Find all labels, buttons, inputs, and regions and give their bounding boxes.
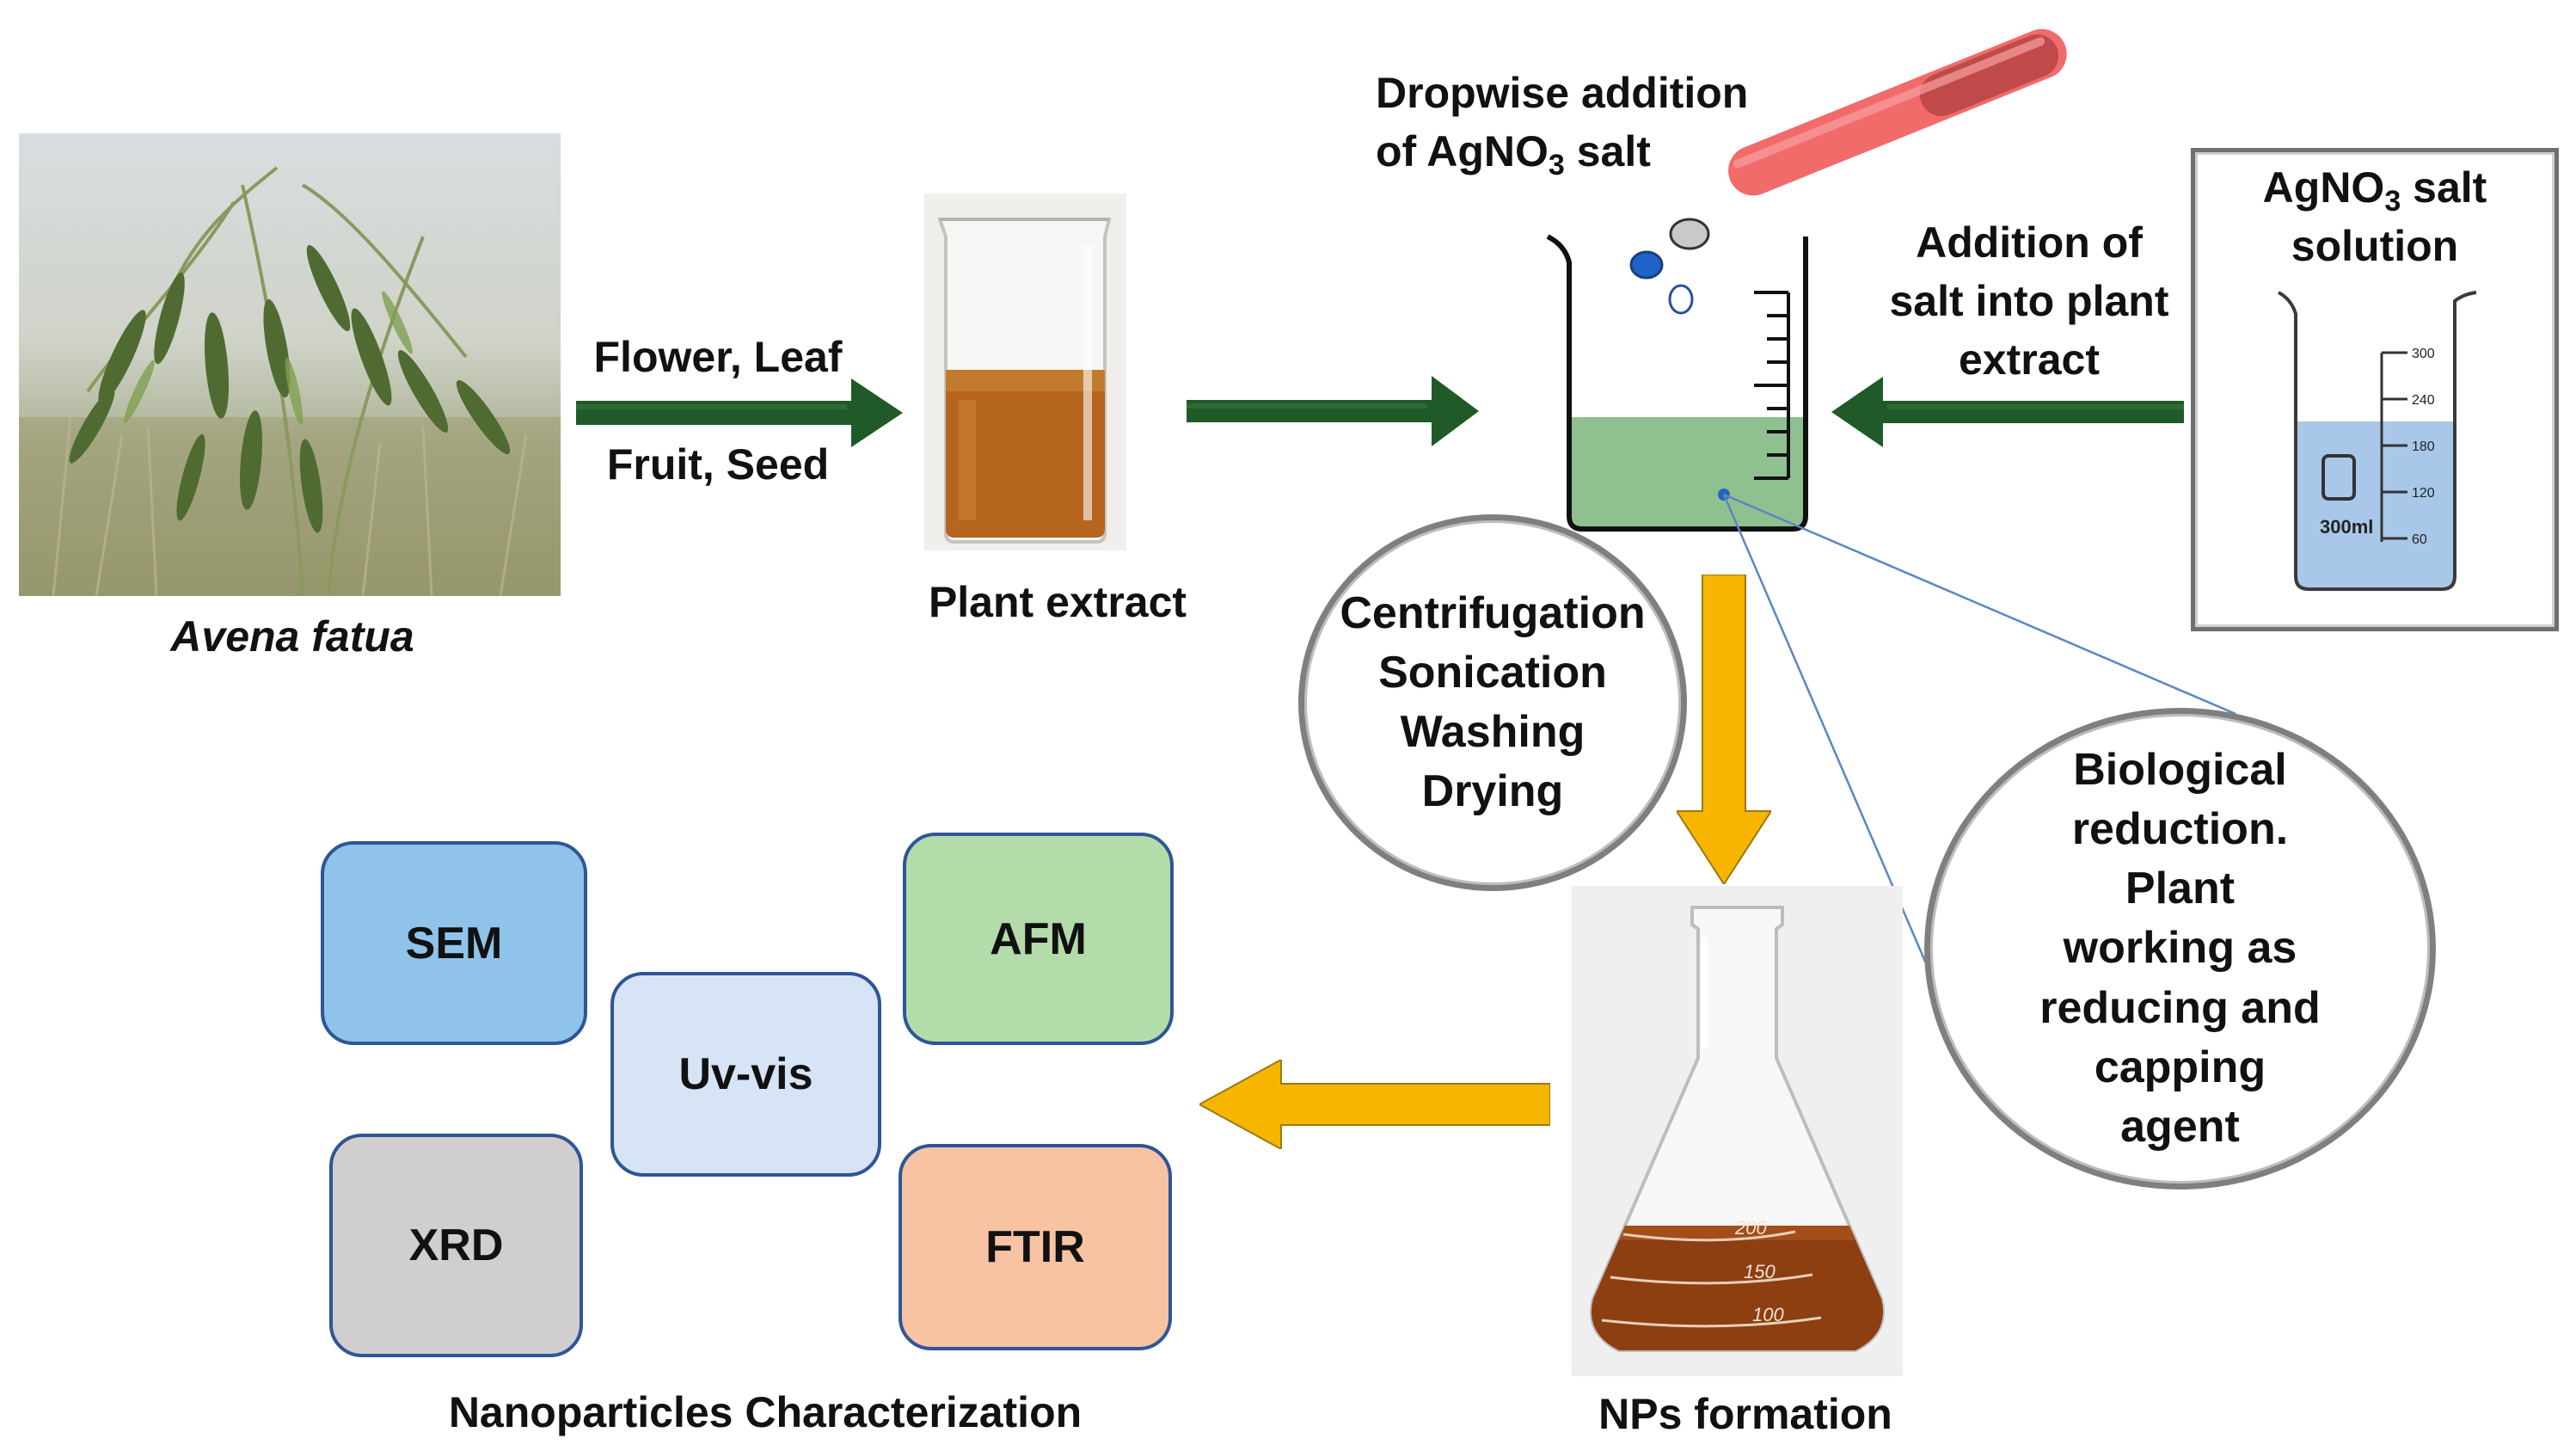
yellow-arrow-left: [1199, 1060, 1550, 1149]
salt-volume-label: 300ml: [2320, 516, 2373, 538]
green-arrow-2: [1187, 376, 1479, 446]
yellow-arrow-down: [1677, 575, 1771, 884]
salt-solution-beaker: 300 240 180 120 60 300ml: [2278, 291, 2477, 591]
flask-mark-100: 100: [1752, 1304, 1784, 1325]
bio-line: agent: [2120, 1101, 2240, 1152]
dropwise-line1: Dropwise addition: [1376, 69, 1749, 117]
avena-fatua-label: Avena fatua: [170, 612, 414, 661]
salt-mark-300: 300: [2412, 347, 2435, 361]
bio-line: Plant: [2125, 864, 2236, 914]
plant-parts-line1: Flower, Leaf: [593, 333, 843, 381]
addition-line1: Addition of: [1916, 218, 2143, 267]
salt-mark-120: 120: [2412, 486, 2435, 501]
salt-agno-text: AgNO: [2262, 163, 2385, 212]
salt-mark-180: 180: [2412, 440, 2435, 454]
bio-line: Biological: [2073, 744, 2287, 795]
technique-sem: SEM: [321, 841, 587, 1045]
pipette-icon: [1728, 28, 2067, 196]
process-step: Sonication: [1378, 647, 1607, 698]
characterization-title: Nanoparticles Characterization: [448, 1388, 1083, 1436]
plant-parts-line2: Fruit, Seed: [606, 440, 830, 489]
reaction-beaker: [1546, 218, 1808, 532]
salt-solution-line2: solution: [2291, 222, 2459, 270]
dropwise-agno-text: of AgNO: [1376, 127, 1549, 175]
technique-afm-label: AFM: [990, 913, 1087, 964]
technique-xrd-label: XRD: [408, 1220, 504, 1270]
process-step: Drying: [1421, 766, 1564, 817]
technique-afm: AFM: [903, 833, 1174, 1045]
nps-flask-photo: 200 150 100: [1572, 886, 1903, 1376]
plant-extract-label: Plant extract: [928, 578, 1187, 626]
technique-ftir-label: FTIR: [985, 1222, 1085, 1272]
flask-mark-200: 200: [1734, 1217, 1767, 1239]
salt-mark-60: 60: [2412, 532, 2427, 547]
technique-ftir: FTIR: [899, 1144, 1172, 1350]
technique-sem-label: SEM: [405, 918, 503, 968]
bio-line: capping: [2094, 1042, 2266, 1092]
bio-line: reducing and: [2039, 982, 2321, 1033]
green-arrow-3: [1831, 377, 2184, 447]
technique-xrd: XRD: [329, 1134, 583, 1357]
green-arrow-1: [576, 378, 903, 447]
dropwise-line2: of AgNO3 salt: [1376, 126, 1651, 183]
salt-solution-line1: AgNO3 salt: [2191, 162, 2559, 219]
dropwise-salt-text: salt: [1564, 127, 1651, 175]
addition-line2: salt into plant: [1889, 277, 2169, 325]
process-steps-circle: Centrifugation Sonication Washing Drying: [1298, 514, 1687, 891]
salt-mark-240: 240: [2412, 393, 2435, 408]
process-step: Centrifugation: [1340, 587, 1646, 638]
bio-reduction-circle: Biological reduction. Plant working as r…: [1924, 708, 2436, 1190]
plant-extract-beaker: [924, 194, 1126, 550]
process-step: Washing: [1400, 707, 1585, 757]
addition-line3: extract: [1959, 335, 2100, 384]
technique-uv-vis-label: Uv-vis: [678, 1049, 813, 1099]
bio-line: reduction.: [2071, 804, 2289, 855]
avena-fatua-photo: [19, 133, 561, 596]
dropwise-subscript: 3: [1548, 149, 1565, 181]
salt-subscript: 3: [2384, 185, 2401, 218]
salt-salt-text: salt: [2401, 163, 2487, 212]
nps-formation-label: NPs formation: [1598, 1390, 1892, 1438]
bio-line: working as: [2063, 923, 2297, 974]
technique-uv-vis: Uv-vis: [610, 972, 881, 1177]
flask-mark-150: 150: [1744, 1261, 1776, 1282]
